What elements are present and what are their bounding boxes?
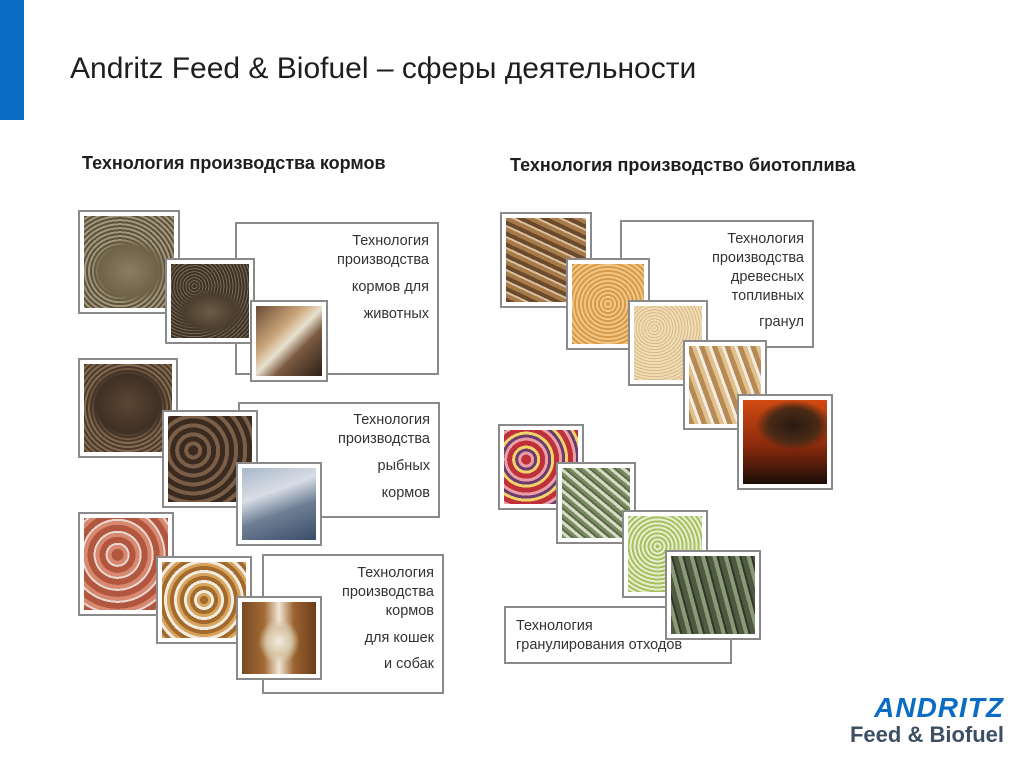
- pet-food-line-2: производства: [342, 583, 434, 600]
- fish-feed-pellets-photo: [162, 410, 258, 508]
- pet-rings-photo: [156, 556, 252, 644]
- waste-pellets-photo: [665, 550, 761, 640]
- animal-feed-line-4: животных: [363, 305, 429, 322]
- straw-photo: [556, 462, 636, 544]
- logo-brand: ANDRITZ: [874, 692, 1004, 723]
- wood-pellets-line-2: производства: [712, 249, 804, 266]
- fish-feed-line-2: производства: [338, 430, 430, 447]
- right-column-heading: Технология производство биотоплива: [510, 155, 856, 175]
- fish-feed-line-3: рыбных: [377, 457, 430, 474]
- wood-pellets-line-3: древесных: [730, 268, 804, 285]
- feed-pile-photo: [165, 258, 255, 344]
- waste-pelleting-line-1: Технология: [516, 618, 593, 634]
- wood-pellets-line-1: Технология: [727, 231, 804, 247]
- logo-division: Feed & Biofuel: [849, 722, 1004, 747]
- animal-feed-line-3: кормов для: [351, 278, 429, 295]
- power-plant-smoke-photo: [737, 394, 833, 490]
- animal-feed-line-1: Технология: [352, 233, 429, 249]
- fish-farming-photo: [236, 462, 322, 546]
- fish-feed-line-1: Технология: [353, 412, 430, 428]
- waste-pelleting-line-2: гранулирования отходов: [516, 636, 683, 653]
- pet-food-line-1: Технология: [357, 565, 434, 581]
- pet-food-line-5: и собак: [384, 656, 434, 673]
- andritz-logo: ANDRITZ Feed & Biofuel: [824, 692, 1004, 752]
- pet-food-line-3: кормов: [385, 602, 434, 619]
- feed-pellets-photo: [78, 210, 180, 314]
- fish-feed-granules-photo: [78, 358, 178, 458]
- accent-bar: [0, 0, 24, 120]
- fish-feed-line-4: кормов: [381, 484, 430, 501]
- page-title: Andritz Feed & Biofuel – сферы деятельно…: [70, 52, 697, 85]
- animal-feed-line-2: производства: [337, 251, 429, 268]
- farm-animals-photo: [250, 300, 328, 382]
- wood-pellets-line-4: топливных: [731, 287, 804, 304]
- pet-food-line-4: для кошек: [364, 629, 434, 646]
- dog-photo: [236, 596, 322, 680]
- left-column-heading: Технология производства кормов: [82, 153, 386, 173]
- fish-feed-box: Технология производства рыбных кормов: [238, 402, 440, 518]
- wood-pellets-line-5: гранул: [759, 314, 804, 331]
